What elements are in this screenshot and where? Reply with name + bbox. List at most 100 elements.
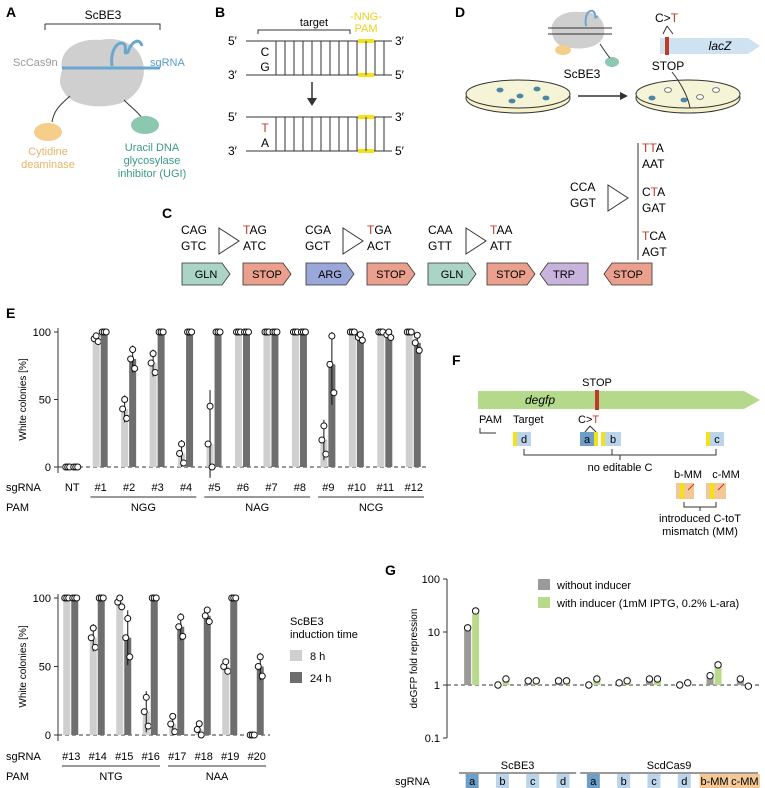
- edited-base: T: [490, 223, 498, 237]
- replicate-point: [169, 712, 177, 720]
- category-label: #15: [115, 751, 133, 763]
- ugi-shape: [131, 116, 159, 134]
- amino-acid-label: STOP: [496, 269, 526, 281]
- lacz-stop-label: STOP: [652, 59, 684, 73]
- bar-8h: [116, 602, 124, 735]
- panel-c: C CAGGTCTAGATCCGAGCTTGAACTCAAGTTTAAATTCC…: [162, 141, 667, 286]
- sgrna-box: [495, 774, 509, 788]
- edit-pointer: [662, 25, 674, 35]
- lacz-label: lacZ: [709, 39, 732, 53]
- replicate-point: [205, 618, 213, 626]
- legend-24h-swatch: [290, 672, 302, 683]
- category-label: #5: [208, 482, 220, 494]
- panel-c-letter: C: [162, 205, 172, 221]
- category-label: #7: [265, 482, 277, 494]
- sgrna-box: [699, 774, 730, 788]
- sgrna-box: [677, 774, 691, 788]
- ct-pointer: [584, 425, 597, 433]
- edited-base: T: [367, 223, 375, 237]
- outcome-top: CTA: [642, 185, 665, 199]
- sgrna-box: [465, 774, 479, 788]
- codon-after-top: TAA: [490, 223, 512, 237]
- no-editable-bracket: [523, 449, 717, 460]
- box-bmm: [676, 483, 694, 499]
- category-label: #18: [195, 751, 213, 763]
- bar-8h: [235, 332, 242, 467]
- bar-24h: [177, 626, 185, 735]
- codon-cca-top: CCA: [570, 180, 595, 194]
- sgrna-box-label: a: [469, 776, 476, 788]
- replicate-point: [140, 708, 148, 716]
- bar-8h: [92, 338, 100, 467]
- bar-24h: [157, 332, 165, 467]
- degfp-label: degfp: [525, 393, 555, 407]
- bar-with-inducer: [472, 610, 480, 685]
- panel-b-letter: B: [215, 4, 225, 20]
- bar-24h: [230, 598, 238, 735]
- degfp-stop-mark: [595, 390, 599, 410]
- legend-g-with-label: with inducer (1mM IPTG, 0.2% L-ara): [556, 598, 739, 610]
- codon-cca-bottom: GGT: [570, 196, 597, 210]
- replicate-point: [195, 720, 203, 728]
- transition-arrow-head: [307, 98, 317, 106]
- replicate-point: [171, 728, 179, 736]
- bar-8h: [63, 598, 71, 735]
- category-label: NT: [65, 482, 80, 494]
- outcome-pre: C: [642, 185, 651, 199]
- pam-d: [513, 432, 517, 446]
- mm-bracket: [683, 502, 717, 511]
- replicate-point: [684, 679, 692, 687]
- replicate-point: [532, 677, 540, 685]
- category-label: #3: [151, 482, 163, 494]
- replicate-point: [623, 677, 631, 685]
- legend-e-title-2: induction time: [290, 629, 358, 641]
- three-prime-bottom: 3′: [228, 68, 238, 82]
- replicate-point: [301, 328, 309, 336]
- sgrna-row-label: sgRNA: [6, 482, 42, 494]
- category-label: #6: [237, 482, 249, 494]
- sgrna-box-label: b: [499, 776, 505, 788]
- replicate-point: [256, 653, 264, 661]
- sgrna-box: [647, 774, 661, 788]
- base-a-edited: A: [261, 136, 269, 150]
- category-label: #19: [221, 751, 239, 763]
- no-editable-label: no editable C: [588, 462, 653, 474]
- replicate-point: [415, 346, 423, 354]
- replicate-point: [216, 328, 224, 336]
- replicate-point: [463, 624, 472, 632]
- plate-before-lid: [465, 79, 571, 109]
- box-a: [580, 432, 594, 446]
- bar-8h: [405, 332, 413, 467]
- complex-bracket: [44, 23, 161, 30]
- replicate-point: [653, 675, 662, 683]
- replicate-point: [224, 667, 232, 675]
- sgrna-box-label: d: [560, 776, 566, 788]
- y-tick-label: 50: [39, 395, 51, 407]
- pam-group-label: NAG: [245, 502, 269, 514]
- pam-label-2: PAM: [354, 23, 377, 35]
- edited-base: T: [651, 185, 659, 199]
- panel-f-letter: F: [452, 352, 461, 368]
- replicate-point: [124, 615, 132, 623]
- replicate-point: [122, 634, 130, 642]
- bar-8h: [291, 332, 299, 467]
- panel-b: B target -NNG- PAM 5′ 3′ 3′ 5′ C G 5′ 3′…: [215, 4, 405, 158]
- replicate-point: [116, 594, 124, 602]
- pam-bmm: [680, 483, 684, 499]
- cmm-label: c-MM: [712, 469, 740, 481]
- category-label: #17: [168, 751, 186, 763]
- sgrna-box-label: c: [651, 776, 657, 788]
- panel-g-letter: G: [385, 562, 396, 578]
- bmm-label: b-MM: [674, 469, 702, 481]
- bar-8h: [348, 332, 356, 467]
- replicate-point: [142, 693, 150, 701]
- mini-linker: [599, 43, 611, 59]
- replicate-point: [471, 607, 480, 615]
- category-label: #4: [180, 482, 192, 494]
- category-label: #8: [294, 482, 306, 494]
- three-prime-bottom-2: 3′: [228, 144, 238, 158]
- codon-before-top: CAA: [428, 223, 453, 237]
